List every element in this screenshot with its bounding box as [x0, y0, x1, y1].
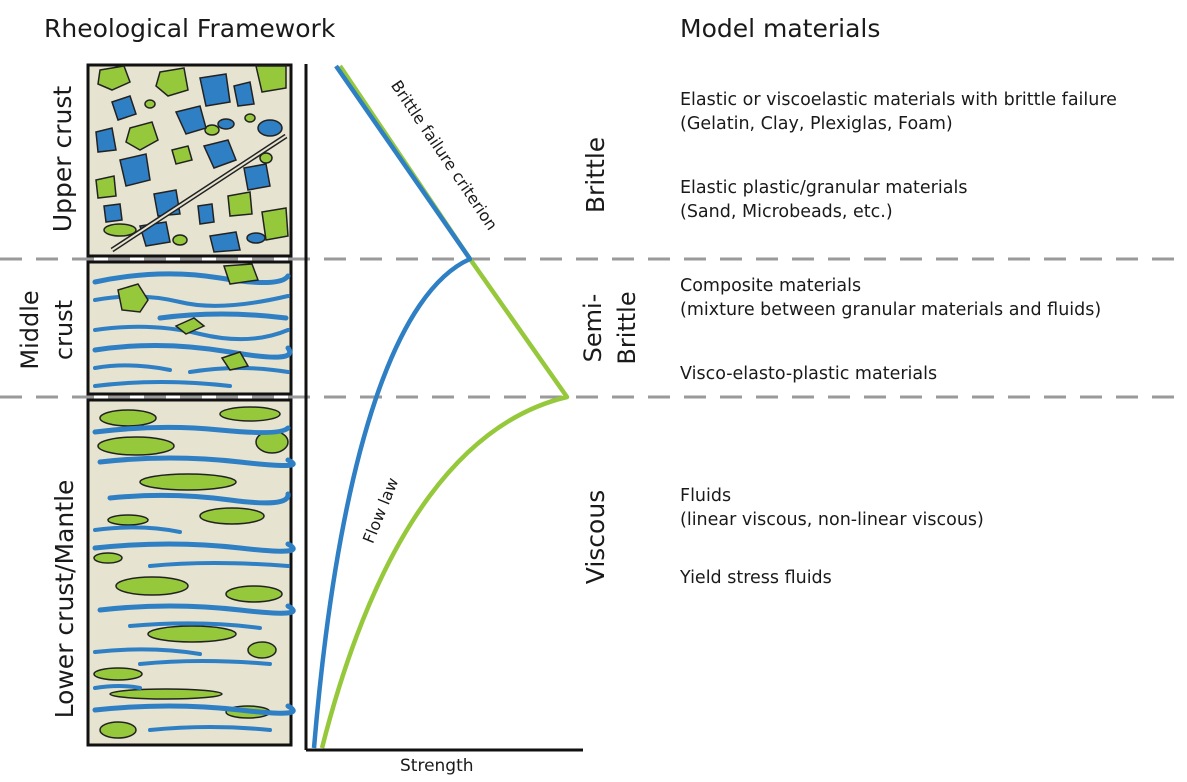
blue-strength-envelope: [311, 64, 473, 749]
semi-material-1-line2: (mixture between granular materials and …: [680, 300, 1102, 320]
middle-crust-label-line1: Middle: [16, 290, 44, 370]
viscous-material-1-line1: Fluids: [680, 486, 732, 506]
semi-brittle-line2: Brittle: [613, 291, 641, 365]
lower-crust-box: [86, 398, 296, 747]
strength-axis-label: Strength: [400, 756, 474, 776]
brittle-material-1-line2: (Gelatin, Clay, Plexiglas, Foam): [680, 114, 953, 134]
semi-material-2: Visco-elasto-plastic materials: [680, 364, 938, 384]
brittle-material-1-line1: Elastic or viscoelastic materials with b…: [680, 90, 1117, 110]
middle-crust-label-line2: crust: [50, 299, 78, 361]
model-materials-title: Model materials: [680, 14, 881, 43]
middle-crust-label: Middle crust: [13, 280, 81, 380]
middle-crust-box: [86, 260, 293, 396]
lower-crust-mantle-label: Lower crust/Mantle: [50, 479, 79, 719]
rheological-framework-title: Rheological Framework: [44, 14, 336, 43]
viscous-regime-label: Viscous: [581, 489, 610, 585]
semi-material-1: Composite materials (mixture between gra…: [680, 274, 1101, 322]
semi-brittle-line1: Semi-: [579, 293, 607, 363]
brittle-material-2: Elastic plastic/granular materials (Sand…: [680, 176, 967, 224]
brittle-material-2-line2: (Sand, Microbeads, etc.): [680, 202, 893, 222]
brittle-material-1: Elastic or viscoelastic materials with b…: [680, 88, 1117, 136]
viscous-material-1-line2: (linear viscous, non-linear viscous): [680, 510, 984, 530]
strength-axes: [304, 64, 583, 752]
semi-brittle-regime-label: Semi- Brittle: [576, 278, 644, 378]
brittle-regime-label: Brittle: [581, 136, 610, 214]
brittle-material-2-line1: Elastic plastic/granular materials: [680, 178, 968, 198]
upper-crust-label: Upper crust: [48, 85, 77, 233]
upper-crust-box: [86, 63, 293, 258]
semi-material-1-line1: Composite materials: [680, 276, 862, 296]
viscous-material-2: Yield stress fluids: [680, 568, 832, 588]
green-strength-envelope: [319, 64, 570, 749]
viscous-material-1: Fluids (linear viscous, non-linear visco…: [680, 484, 984, 532]
